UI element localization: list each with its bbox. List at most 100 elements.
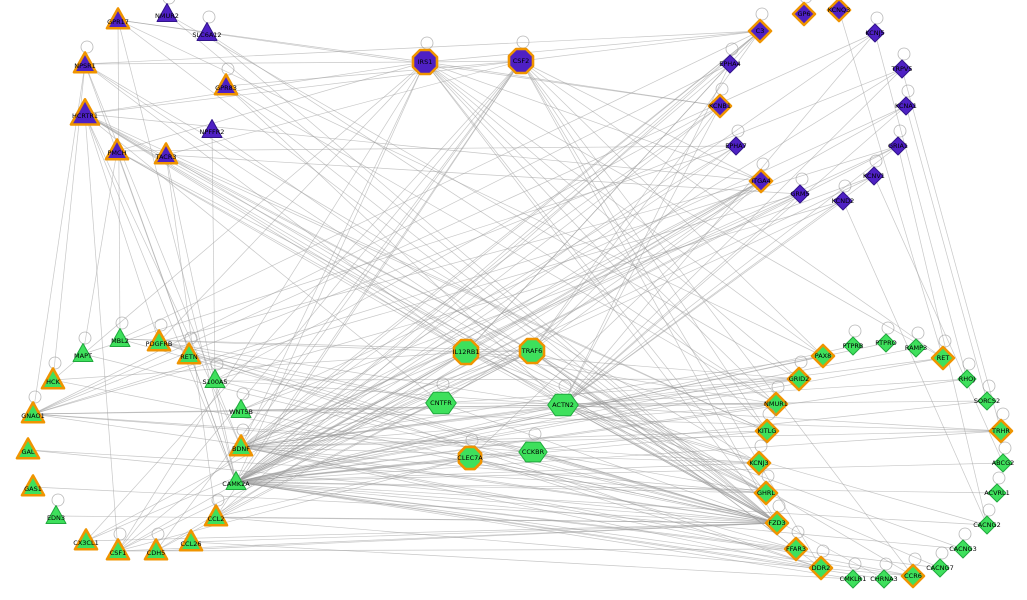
self-loop-edge	[992, 471, 1006, 485]
edge-TRAF6-C3	[531, 30, 761, 352]
edge-IL12RB1-CSF1	[117, 351, 467, 552]
node-HCK[interactable]: HCK	[40, 356, 66, 390]
edge-FZD3-CDH5	[155, 522, 778, 552]
node-PTPRB[interactable]: PTPRB	[843, 324, 864, 356]
triangle-node-shape	[201, 119, 223, 138]
diamond-node-shape	[791, 1, 817, 27]
node-CCR6[interactable]: CCR6	[900, 552, 926, 589]
node-CSF1[interactable]: CSF1	[105, 527, 131, 561]
self-loop-edge	[795, 172, 809, 186]
diamond-node-shape	[896, 96, 916, 116]
edge-CAMK2A-TACR3	[165, 154, 237, 483]
node-GPR17[interactable]: GPR17	[105, 7, 131, 30]
node-NPFFR2[interactable]: NPFFR2	[200, 119, 225, 138]
edge-BDNF-FZD3	[240, 446, 778, 524]
node-RHOJ[interactable]: RHOJ	[957, 357, 977, 389]
self-loop-edge	[938, 334, 952, 348]
self-loop-edge	[754, 439, 768, 453]
diamond-node-shape	[977, 391, 997, 411]
node-CSF2[interactable]: CSF2	[507, 35, 535, 75]
edge-IL12RB1-EPHA4	[465, 63, 731, 353]
node-ABCG2[interactable]: ABCG2	[992, 441, 1015, 473]
self-loop-edge	[996, 407, 1010, 421]
self-loop-edge	[80, 40, 94, 54]
node-CCKBR[interactable]: CCKBR	[518, 427, 548, 463]
node-EDN3[interactable]: EDN3	[45, 493, 67, 524]
self-loop-edge	[162, 0, 176, 5]
node-PMCH[interactable]: PMCH	[104, 138, 130, 161]
diamond-node-shape	[790, 184, 810, 204]
self-loop-edge	[184, 331, 198, 345]
edge-TRAF6-CX3CL1	[85, 350, 533, 542]
node-GAS1[interactable]: GAS1	[20, 474, 46, 497]
node-GAL[interactable]: GAL	[15, 437, 41, 460]
edge-FZD3-MAPT	[82, 353, 778, 524]
node-ACVRL1[interactable]: ACVRL1	[984, 471, 1010, 503]
node-FZD3[interactable]: FZD3	[764, 499, 790, 536]
node-NMUR2[interactable]: NMUR2	[155, 0, 179, 22]
edge-KCND2-CACNG2	[842, 200, 988, 526]
node-KCNV1[interactable]: KCNV1	[863, 154, 885, 186]
self-loop-edge	[962, 357, 976, 371]
triangle-node-shape	[213, 73, 239, 96]
edge-TRHR-WNT5B	[240, 409, 1002, 432]
node-PTPRO[interactable]: PTPRO	[875, 321, 897, 353]
node-IL12RB1[interactable]: IL12RB1	[453, 338, 480, 366]
edge-PMCH-GHRL	[116, 150, 767, 494]
self-loop-edge	[236, 387, 250, 401]
edge-CAMK2A-SORCS2	[235, 400, 988, 483]
octagon-node-shape	[411, 48, 439, 76]
triangle-node-shape	[156, 3, 178, 22]
edge-NMUR1-GNAO1	[32, 403, 777, 415]
triangle-node-shape	[196, 22, 218, 41]
diamond-node-shape	[993, 453, 1013, 473]
node-CACNG2[interactable]: CACNG2	[973, 503, 1001, 535]
node-TACR3[interactable]: TACR3	[153, 142, 179, 165]
node-MAPT[interactable]: MAPT	[72, 331, 94, 362]
edge-FZD3-IRS1	[424, 61, 778, 524]
node-HCRTR1[interactable]: HCRTR1	[69, 98, 101, 126]
node-RET[interactable]: RET	[930, 334, 956, 371]
edge-IL12RB1-NPSR1	[84, 63, 467, 353]
node-GP6[interactable]: GP6	[791, 0, 817, 27]
edge-HCRTR1-KITLG	[84, 113, 768, 432]
node-CX3CL1[interactable]: CX3CL1	[73, 528, 99, 551]
edge-CNTFR-HCRTR1	[84, 113, 442, 404]
edge-NMUR2-GRID2	[166, 13, 800, 380]
self-loop-edge	[870, 11, 884, 25]
node-TRHR[interactable]: TRHR	[988, 407, 1014, 444]
edge-TRPV5-TRHR	[901, 68, 1002, 432]
edge-CAMK2A-TRAF6	[235, 350, 533, 483]
node-EPHA4[interactable]: EPHA4	[719, 42, 741, 74]
edge-CAMK2A-IRS1	[235, 61, 426, 483]
edge-BDNF-KCNB1	[240, 105, 721, 448]
node-PDGFRB[interactable]: PDGFRB	[146, 318, 173, 352]
node-NPSR1[interactable]: NPSR1	[72, 40, 98, 74]
node-SLC6A12[interactable]: SLC6A12	[192, 10, 222, 41]
edge-EPHA7-MAPT	[82, 145, 737, 355]
node-SORCS2[interactable]: SORCS2	[974, 379, 1000, 411]
node-IRS1[interactable]: IRS1	[411, 36, 439, 76]
edge-IL12RB1-HCRTR1	[84, 113, 467, 353]
self-loop-edge	[838, 179, 852, 193]
edge-CSF2-C3	[520, 30, 761, 62]
self-loop-edge	[771, 380, 785, 394]
edge-CNTFR-ITGA4	[440, 180, 762, 404]
edge-BDNF-TRHR	[240, 430, 1002, 448]
node-KCNQ3[interactable]: KCNQ3	[826, 0, 852, 23]
node-GRIA1[interactable]: GRIA1	[888, 124, 908, 156]
self-loop-edge	[901, 84, 915, 98]
edge-IRS1-CSF1	[117, 61, 426, 552]
node-CACNG3[interactable]: CACNG3	[949, 527, 977, 559]
edge-CSF2-ITGA4	[520, 60, 762, 182]
edge-CAMK2A-CCR6	[235, 481, 914, 577]
edge-KCNV1-WNT5B	[240, 175, 875, 411]
edge-ACTN2-KCNB1	[562, 105, 721, 406]
node-GNAO1[interactable]: GNAO1	[20, 390, 46, 424]
node-CACNG7[interactable]: CACNG7	[926, 546, 954, 578]
node-TRPV5[interactable]: TRPV5	[891, 47, 913, 79]
diamond-node-shape	[906, 338, 926, 358]
node-RAMP3[interactable]: RAMP3	[905, 326, 927, 358]
node-TRAF6[interactable]: TRAF6	[518, 337, 546, 365]
